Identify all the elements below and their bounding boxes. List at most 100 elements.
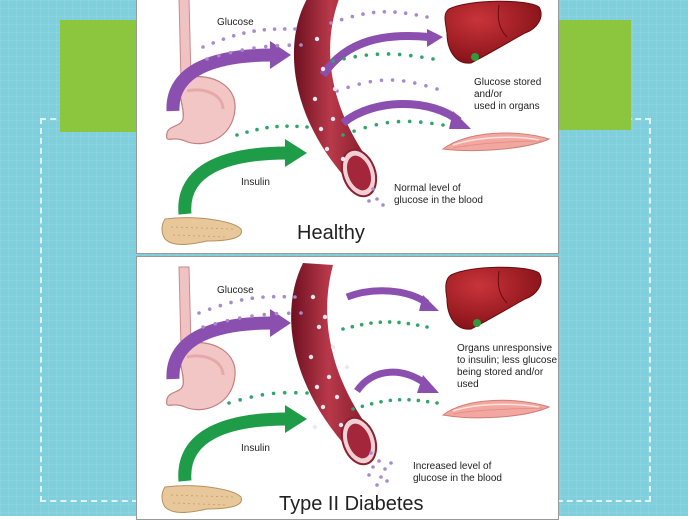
stitched-border-right	[557, 118, 651, 502]
particle	[299, 311, 303, 315]
particle	[430, 121, 434, 126]
particle	[382, 9, 387, 14]
particle	[282, 27, 287, 31]
particle	[364, 53, 369, 57]
particle	[262, 312, 267, 317]
particle	[418, 120, 423, 124]
particle	[357, 82, 362, 86]
particle	[385, 120, 390, 125]
particle	[231, 34, 236, 38]
particle	[377, 459, 381, 463]
glucose-arrow-stomach	[166, 316, 273, 380]
blood-glucose-label: Increased level of glucose in the blood	[413, 461, 502, 484]
particle	[387, 320, 392, 324]
particle	[412, 81, 417, 85]
particle	[350, 324, 355, 329]
blood-vessel-icon	[291, 263, 378, 466]
particle	[275, 124, 279, 129]
particle	[435, 87, 439, 91]
particle	[425, 325, 429, 329]
particle	[312, 424, 318, 430]
particle	[213, 321, 218, 326]
particle	[324, 146, 330, 152]
particle	[238, 398, 242, 402]
particle	[286, 311, 291, 316]
glucose-arrow-muscle	[340, 100, 462, 127]
particle	[216, 53, 221, 58]
particle	[318, 126, 324, 132]
organs-label: Glucose stored and/or used in organs	[474, 77, 542, 112]
particle	[252, 46, 256, 50]
particle	[271, 391, 276, 396]
particle	[350, 14, 355, 19]
particle	[414, 13, 419, 17]
particle	[262, 28, 267, 32]
particle	[340, 156, 346, 162]
pancreas-icon	[161, 485, 242, 513]
particle	[359, 322, 364, 327]
particle	[249, 395, 254, 399]
particle	[369, 402, 374, 406]
particle	[235, 133, 239, 137]
particle	[299, 43, 303, 47]
particle	[435, 401, 439, 405]
particle	[381, 203, 385, 207]
particle	[351, 407, 355, 411]
particle	[250, 314, 254, 318]
insulin-label: Insulin	[241, 443, 270, 454]
stitched-border-left	[40, 118, 138, 502]
particle	[221, 37, 226, 41]
particle	[389, 461, 393, 465]
particle	[275, 43, 280, 48]
particle	[305, 125, 309, 129]
particle	[237, 316, 242, 320]
particle	[374, 122, 379, 127]
particle	[375, 52, 380, 57]
particle	[371, 10, 376, 15]
particle	[331, 59, 335, 63]
particle	[295, 124, 299, 129]
particle	[245, 130, 249, 134]
particle	[330, 344, 336, 350]
particle	[371, 465, 375, 469]
particle	[403, 11, 408, 15]
particle	[441, 123, 445, 127]
particle	[263, 44, 268, 49]
particle	[205, 57, 209, 61]
particle	[371, 187, 375, 191]
particle	[225, 318, 230, 323]
particle	[341, 133, 345, 137]
particle	[367, 199, 371, 203]
particle	[334, 394, 340, 400]
particle	[390, 78, 395, 82]
panel-title: Healthy	[297, 222, 365, 244]
blood-vessel-icon	[294, 0, 378, 198]
particle	[396, 119, 401, 124]
particle	[260, 393, 265, 397]
particle	[240, 48, 245, 52]
particle	[271, 294, 276, 299]
particle	[397, 52, 402, 57]
particle	[274, 311, 279, 316]
particle	[282, 294, 287, 299]
blood-glucose-label: Normal level of glucose in the blood	[394, 183, 483, 206]
glucose-label: Glucose	[217, 285, 254, 296]
particle	[314, 36, 320, 42]
particle	[378, 320, 383, 325]
particle	[406, 321, 411, 326]
particle	[375, 483, 379, 487]
particle	[310, 294, 316, 300]
particle	[388, 398, 393, 403]
particle	[314, 384, 320, 390]
muscle-icon	[441, 132, 551, 152]
particle	[218, 303, 223, 308]
particle	[361, 12, 365, 16]
stomach-icon	[166, 266, 236, 411]
particle	[227, 401, 231, 405]
particle	[416, 398, 421, 403]
particle	[424, 84, 428, 88]
stomach-icon	[166, 0, 236, 145]
particle	[211, 41, 216, 45]
particle	[353, 54, 358, 59]
particle	[339, 17, 344, 22]
